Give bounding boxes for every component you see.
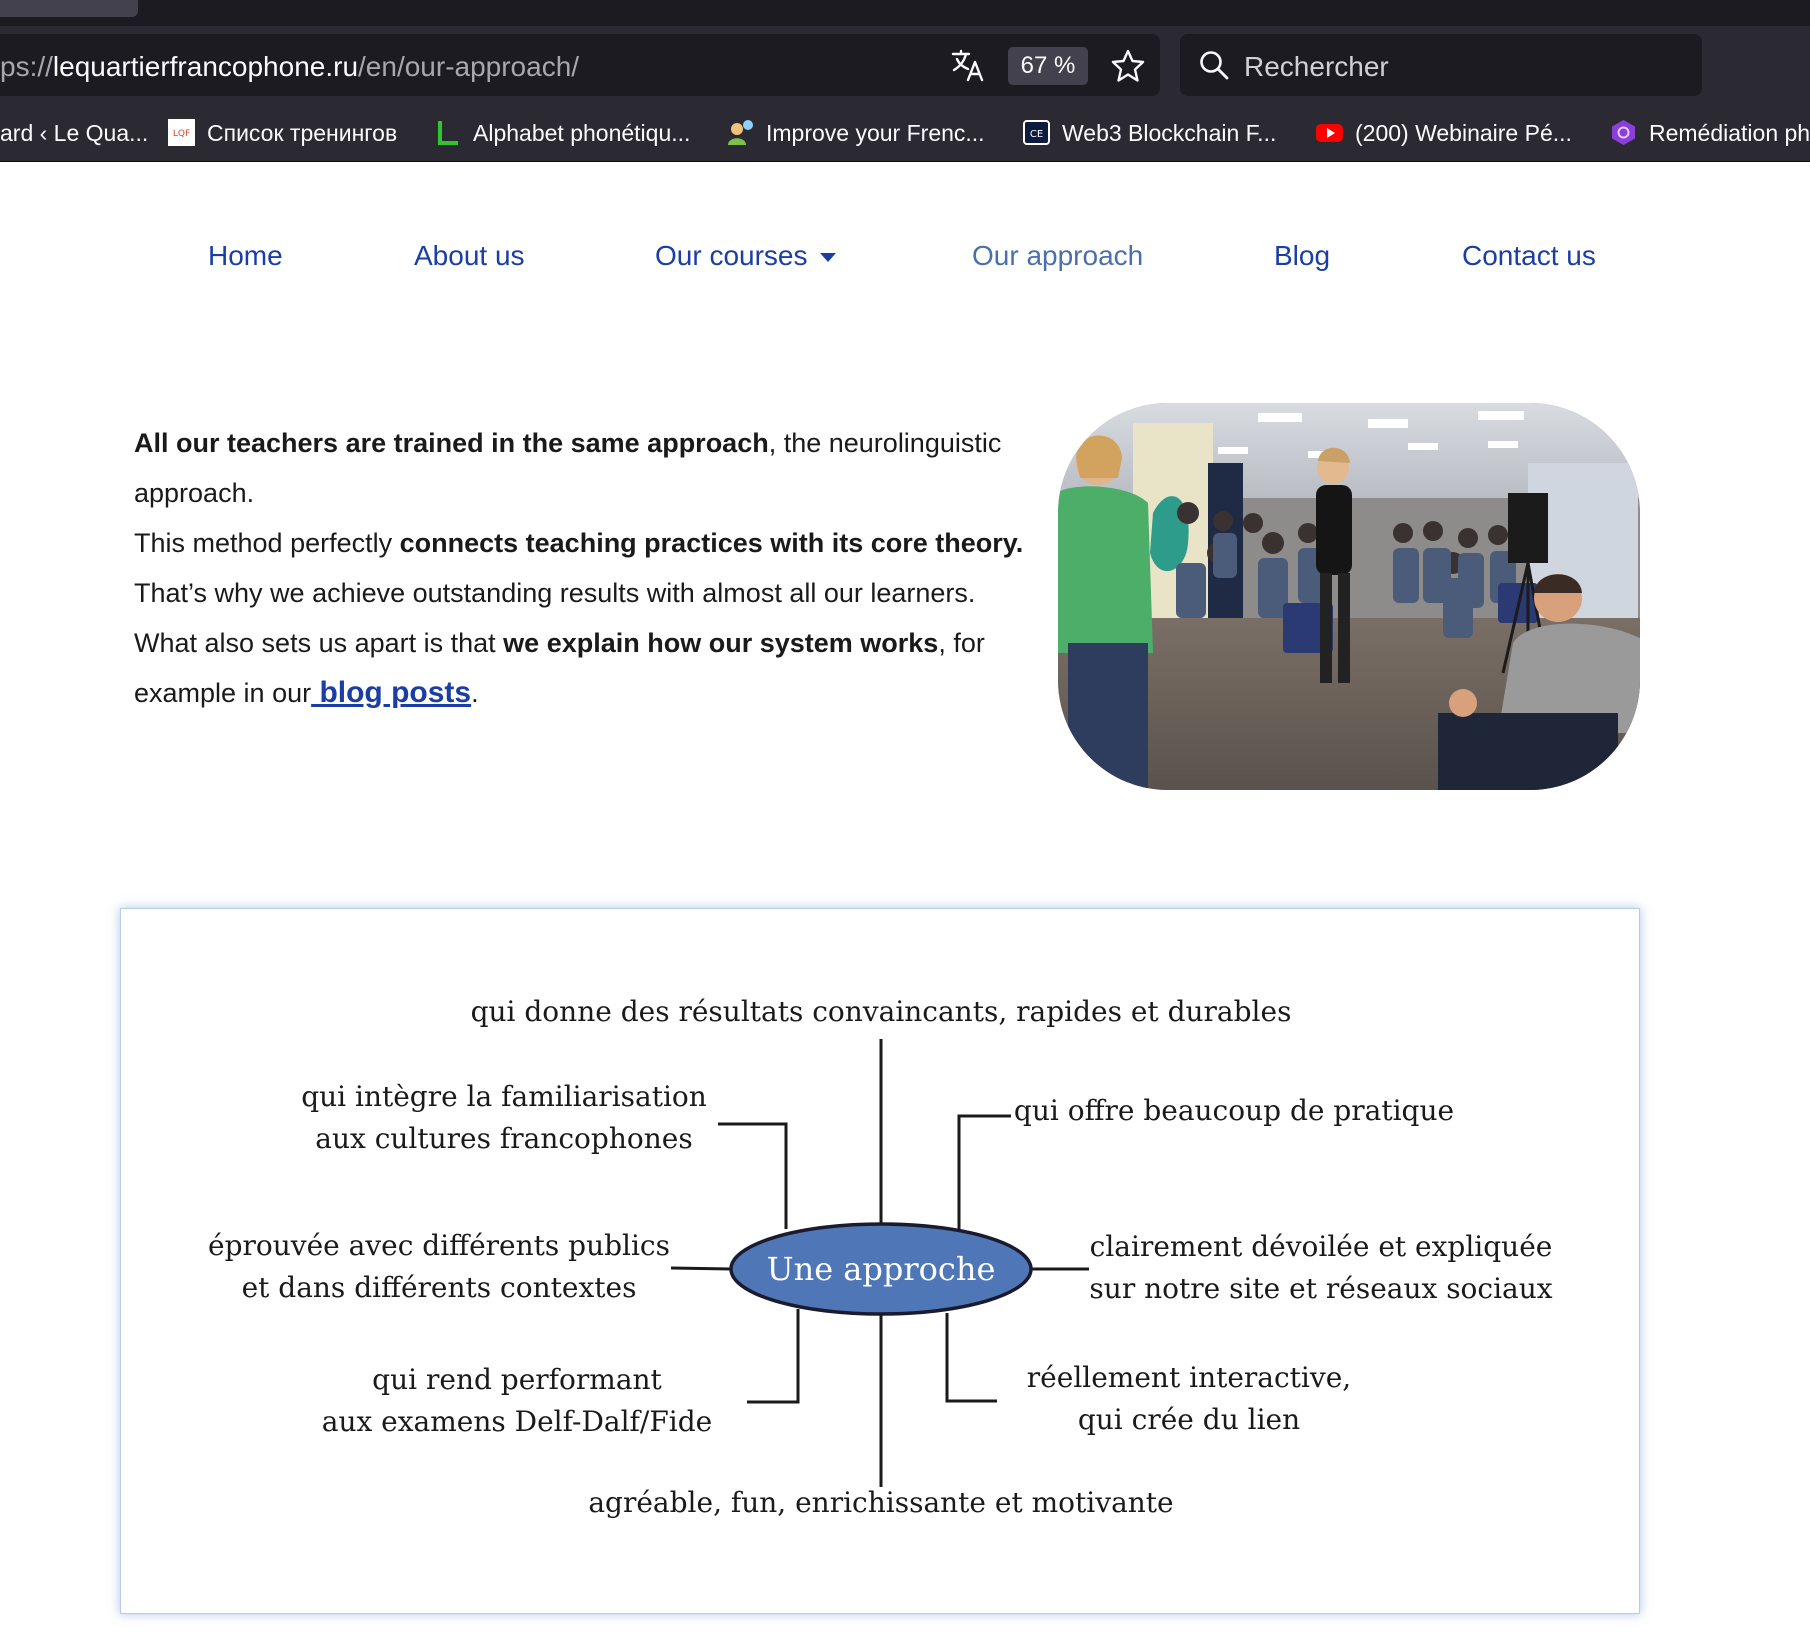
bookmark-item[interactable]: Improve your Frenc... xyxy=(727,119,992,147)
url-prefix: ps:// xyxy=(0,51,53,82)
bookmark-item[interactable]: LQF Список тренингов xyxy=(168,119,413,147)
search-placeholder: Rechercher xyxy=(1244,51,1389,82)
classroom-photo xyxy=(1058,403,1640,790)
bookmark-label: Remédiation ph xyxy=(1649,120,1810,146)
nav-home-link[interactable]: Home xyxy=(208,240,283,271)
diagram-connectors xyxy=(670,1039,1089,1487)
youtube-icon xyxy=(1316,124,1343,142)
connector-upper-right xyxy=(957,1114,1011,1229)
zoom-level-button[interactable]: 67 % xyxy=(1008,47,1088,85)
intro-bold-1: All our teachers are trained in the same… xyxy=(134,428,769,458)
bookmark-label: (200) Webinaire Pé... xyxy=(1355,120,1572,146)
intro-line-2: This method perfectly connects teaching … xyxy=(134,518,1029,568)
approach-diagram-card: Une approche qui donne des résultats con… xyxy=(120,908,1640,1614)
browser-tab-strip xyxy=(0,0,1810,26)
connector-left xyxy=(670,1266,732,1271)
intro-start-2: This method perfectly xyxy=(134,528,400,558)
svg-text:LQF: LQF xyxy=(173,129,190,139)
green-l-icon xyxy=(438,121,458,145)
intro-end-4: . xyxy=(471,678,479,708)
intro-line-3: That’s why we achieve outstanding result… xyxy=(134,578,976,608)
intro-bold-4: we explain how our system works xyxy=(503,628,939,658)
label-right-2: sur notre site et réseaux sociaux xyxy=(1089,1272,1552,1305)
bookmark-item[interactable]: (200) Webinaire Pé... xyxy=(1316,119,1586,147)
label-lower-right-1: réellement interactive, xyxy=(1027,1361,1351,1394)
url-domain: lequartierfrancophone.ru xyxy=(52,51,359,82)
nav-courses-link[interactable]: Our courses xyxy=(655,240,836,272)
search-icon xyxy=(1200,51,1229,80)
blog-posts-link[interactable]: blog posts xyxy=(311,676,472,709)
intro-text: All our teachers are trained in the same… xyxy=(134,418,1029,718)
url-text[interactable]: ps://lequartierfrancophone.ru/en/our-app… xyxy=(0,51,579,83)
bookmark-label: Improve your Frenc... xyxy=(766,120,985,146)
address-bar[interactable]: ps://lequartierfrancophone.ru/en/our-app… xyxy=(0,34,1160,96)
svg-text:CE: CE xyxy=(1030,129,1043,140)
label-upper-right: qui offre beaucoup de pratique xyxy=(1014,1094,1454,1127)
center-label: Une approche xyxy=(767,1250,996,1288)
nav-about-link[interactable]: About us xyxy=(414,240,525,271)
lqf-logo-icon: LQF xyxy=(168,119,195,146)
bookmark-item[interactable]: CE Web3 Blockchain F... xyxy=(1023,119,1283,147)
caret-down-icon xyxy=(819,253,836,263)
label-left-2: et dans différents contextes xyxy=(242,1271,637,1304)
bookmark-item[interactable]: ard ‹ Le Qua... xyxy=(0,119,150,147)
bookmark-label: Alphabet phonétiqu... xyxy=(473,120,691,146)
classroom-photo-illustration xyxy=(1058,403,1640,790)
label-top: qui donne des résultats convaincants, ra… xyxy=(471,995,1292,1028)
bookmark-star-icon[interactable] xyxy=(1110,48,1146,84)
bookmark-label: ard ‹ Le Qua... xyxy=(0,120,149,146)
label-lower-right-2: qui crée du lien xyxy=(1078,1403,1300,1436)
connector-lower-left xyxy=(747,1309,800,1404)
center-ellipse xyxy=(729,1222,1033,1316)
label-upper-left-1: qui intègre la familiarisation xyxy=(301,1080,707,1113)
search-bar[interactable]: Rechercher xyxy=(1180,34,1702,96)
connector-lower-right xyxy=(945,1313,997,1403)
bookmark-label: Web3 Blockchain F... xyxy=(1062,120,1277,146)
label-lower-left-1: qui rend performant xyxy=(372,1363,662,1396)
bookmarks-bar: ard ‹ Le Qua... LQF Список тренингов Alp… xyxy=(0,102,1810,162)
approach-mind-map: Une approche qui donne des résultats con… xyxy=(208,995,1553,1519)
nav-blog-link[interactable]: Blog xyxy=(1274,240,1331,271)
intro-rest-1: , the neurolinguistic approach. xyxy=(134,428,1002,508)
translate-icon[interactable] xyxy=(950,47,986,83)
label-lower-left-2: aux examens Delf-Dalf/Fide xyxy=(322,1405,712,1438)
label-left-1: éprouvée avec différents publics xyxy=(208,1229,670,1262)
hexagon-icon xyxy=(1612,120,1635,145)
url-path: /en/our-approach/ xyxy=(358,51,580,82)
intro-bold-2: connects teaching practices with its cor… xyxy=(399,528,1024,558)
cc-icon: CE xyxy=(1023,120,1050,145)
connector-upper-left xyxy=(718,1122,788,1229)
nav-contact-link[interactable]: Contact us xyxy=(1462,240,1596,271)
label-upper-left-2: aux cultures francophones xyxy=(315,1122,692,1155)
intro-start-4: What also sets us apart is that xyxy=(134,628,504,658)
intro-mid-4: , for example in our xyxy=(134,628,985,708)
label-bottom: agréable, fun, enrichissante et motivant… xyxy=(588,1486,1173,1519)
browser-tab[interactable] xyxy=(0,0,138,17)
label-right-1: clairement dévoilée et expliquée xyxy=(1090,1230,1553,1263)
chat-person-icon xyxy=(728,120,753,145)
intro-line-4: What also sets us apart is that we expla… xyxy=(134,618,1029,718)
bookmark-item[interactable]: Alphabet phonétiqu... xyxy=(434,119,704,147)
browser-toolbar: ps://lequartierfrancophone.ru/en/our-app… xyxy=(0,26,1810,102)
bookmark-label: Список тренингов xyxy=(207,120,398,146)
intro-line-1: All our teachers are trained in the same… xyxy=(134,418,1029,518)
bookmark-item[interactable]: Remédiation ph xyxy=(1610,119,1810,147)
nav-approach-link[interactable]: Our approach xyxy=(972,240,1144,271)
nav-courses-label: Our courses xyxy=(655,240,808,271)
